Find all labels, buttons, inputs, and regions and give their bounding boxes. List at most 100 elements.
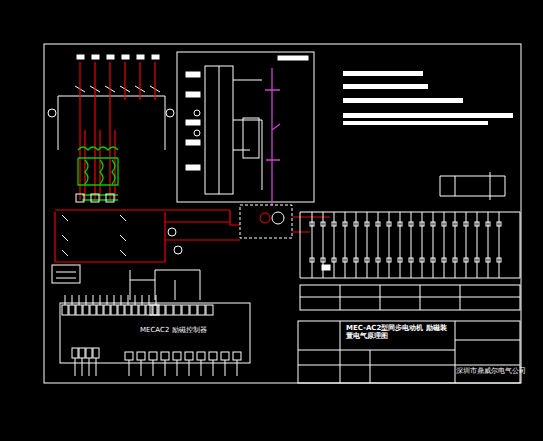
wire [142,295,143,305]
terminal [97,305,103,315]
label-box: MECAC2 励磁控制器 [140,326,207,334]
terminal [398,222,402,226]
terminal [376,222,380,226]
terminal [79,348,85,358]
node-text: 深圳市鼎威尔电气公司 [456,367,526,375]
terminal [72,348,78,358]
terminal [62,305,68,315]
terminal [69,305,75,315]
terminal [76,305,82,315]
wire [82,358,83,376]
terminal [442,222,446,226]
terminal [409,222,413,226]
terminal [310,222,314,226]
terminal [431,258,435,262]
terminal [431,222,435,226]
wire [177,360,178,376]
terminal [343,222,347,226]
terminal [173,352,181,360]
node-text: MEC-AC2型同步电动机 励磁装置电气原理图 [346,324,451,340]
wire [237,360,238,376]
terminal [453,222,457,226]
notes [343,71,513,125]
terminal [137,352,145,360]
wire [65,295,66,305]
terminal [107,55,114,59]
label-box: MEC-AC2型同步电动机 励磁装置电气原理图 [346,324,451,340]
terminal [137,55,144,59]
wire [93,295,94,305]
terminal [161,352,169,360]
terminal [111,305,117,315]
terminal [233,352,241,360]
wire [141,360,142,376]
terminal [221,352,229,360]
terminal [387,258,391,262]
node-text: MECAC2 励磁控制器 [140,326,207,334]
terminal [475,222,479,226]
wire [129,360,130,376]
terminal [398,258,402,262]
terminal [182,305,189,315]
wire [114,295,115,305]
wire [201,360,202,376]
wire [121,295,122,305]
terminal [125,352,133,360]
terminal [92,55,99,59]
terminal [206,305,213,315]
terminal [475,258,479,262]
control-circuit [300,172,520,278]
magenta-circuit [265,68,280,205]
terminal [122,55,129,59]
label-box: 深圳市鼎威尔电气公司 [456,367,526,375]
terminal [146,305,152,315]
wire [213,360,214,376]
terminal [174,305,181,315]
terminal [332,222,336,226]
power-wires [55,62,330,262]
terminal [464,222,468,226]
terminal [365,222,369,226]
terminal [86,348,92,358]
terminal [420,222,424,226]
terminal [90,305,96,315]
wire [153,360,154,376]
terminal [83,305,89,315]
wire [79,295,80,305]
terminal [322,265,330,270]
wire [96,358,97,376]
terminal [190,305,197,315]
terminal [132,305,138,315]
wire [156,295,157,305]
motor [240,205,292,238]
terminal [149,352,157,360]
terminal [354,222,358,226]
wire [189,360,190,376]
wire [86,295,87,305]
terminal [354,258,358,262]
terminal [453,258,457,262]
terminal [158,305,165,315]
terminal [464,258,468,262]
wire [107,295,108,305]
transformers [78,147,118,200]
terminal [198,305,205,315]
terminal [310,258,314,262]
terminal [166,305,173,315]
terminal [442,258,446,262]
wire [149,295,150,305]
terminal [343,258,347,262]
wire [135,295,136,305]
devices [52,194,200,300]
wire [128,295,129,305]
terminal [486,258,490,262]
terminal [93,348,99,358]
terminal [497,258,501,262]
terminal [387,222,391,226]
terminal [125,305,131,315]
terminal [376,258,380,262]
terminal [197,352,205,360]
terminal [152,55,159,59]
wire [100,295,101,305]
wire [75,358,76,376]
